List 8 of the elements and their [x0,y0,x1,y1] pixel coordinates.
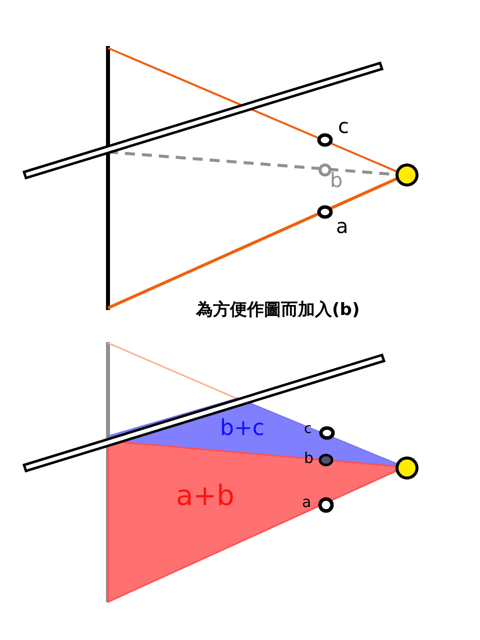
point-label: c [338,116,349,136]
region-label: a+b [176,482,234,510]
point-label: a [302,495,312,510]
caption: 為方便作圖而加入(b) [196,302,360,319]
region-label: b+c [220,418,264,440]
point-label: c [304,422,312,436]
point-label: a [336,216,348,236]
point-label: b [330,170,343,190]
